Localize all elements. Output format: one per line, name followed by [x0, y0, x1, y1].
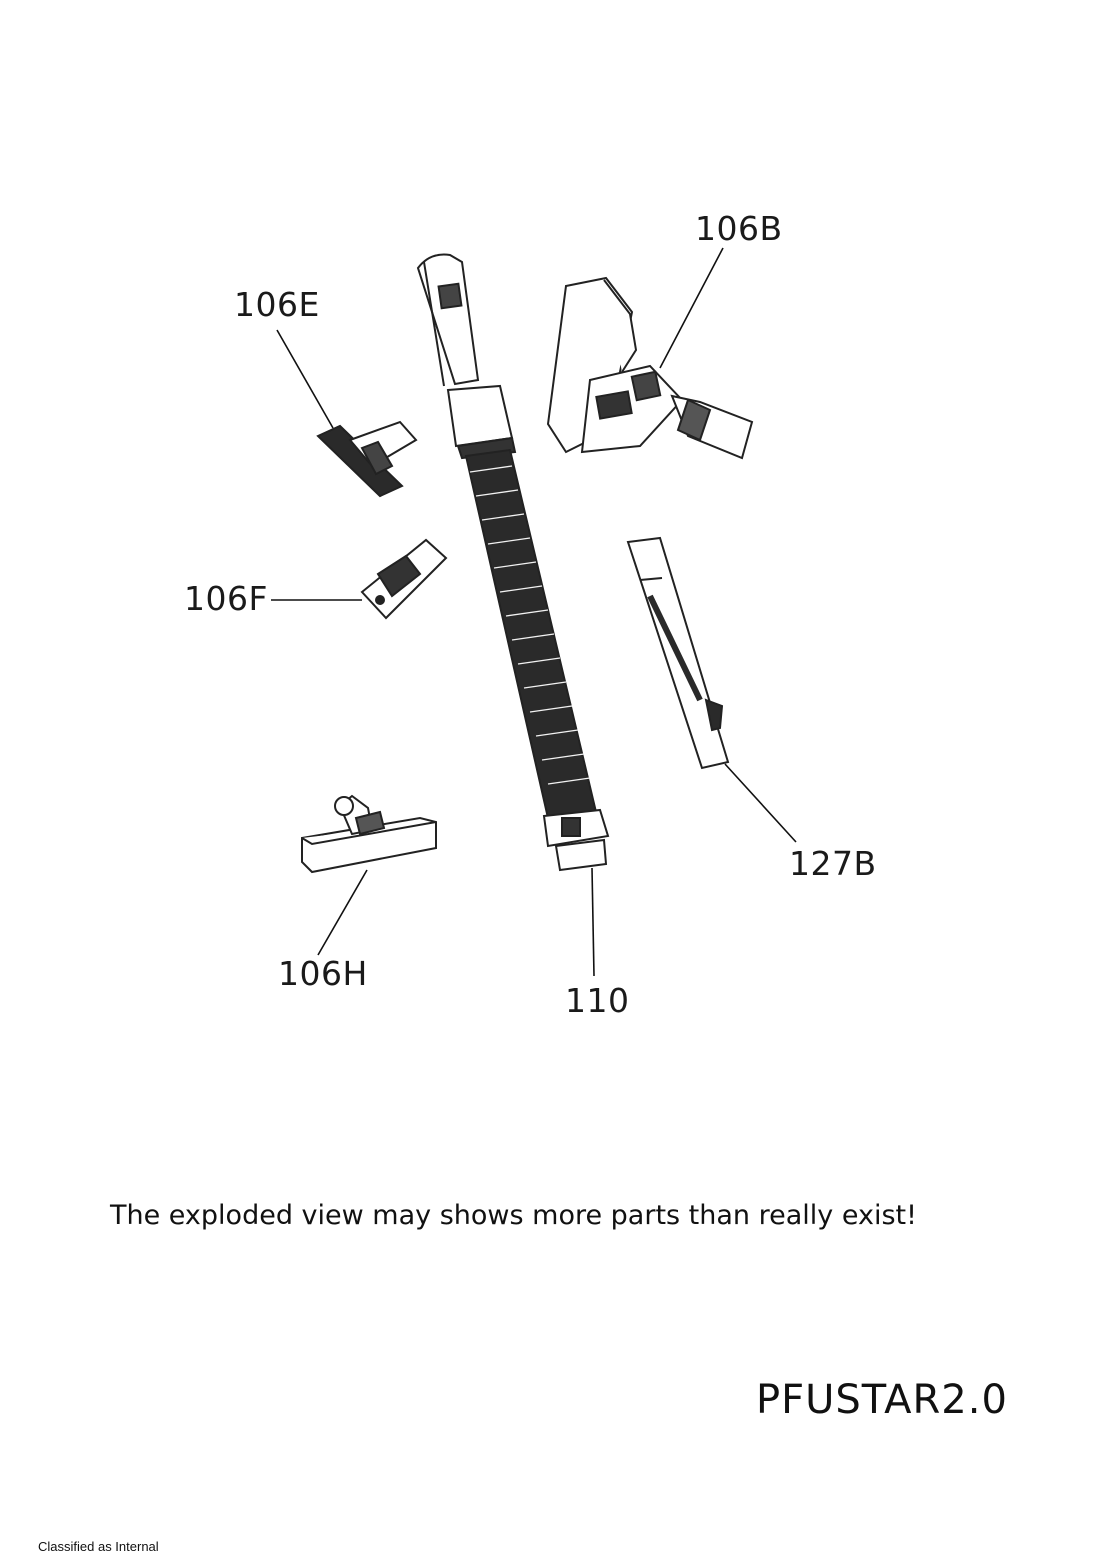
model-number: PFUSTAR2.0: [756, 1377, 1008, 1423]
part-127B-crevice-tool: [626, 536, 730, 770]
callout-106E: 106E: [234, 285, 320, 324]
exploded-view-note: The exploded view may shows more parts t…: [110, 1200, 917, 1231]
leader-110: [591, 867, 595, 977]
part-106H-floor-brush: [301, 794, 437, 874]
leader-106H: [317, 869, 368, 956]
part-106F-small-tool: [360, 538, 448, 620]
part-110-hose: [416, 253, 610, 872]
callout-106B: 106B: [695, 209, 783, 248]
leader-lines: [271, 247, 797, 977]
leader-106E: [276, 329, 334, 429]
classification-label: Classified as Internal: [38, 1539, 159, 1554]
part-106B-floor-nozzle: [546, 276, 754, 460]
leader-106B: [659, 247, 724, 369]
callout-106H: 106H: [278, 954, 368, 993]
part-106E-upholstery-nozzle: [316, 420, 418, 498]
callout-110: 110: [565, 981, 630, 1020]
leader-127B: [724, 763, 797, 843]
callout-127B: 127B: [789, 844, 877, 883]
callout-106F: 106F: [184, 579, 268, 618]
